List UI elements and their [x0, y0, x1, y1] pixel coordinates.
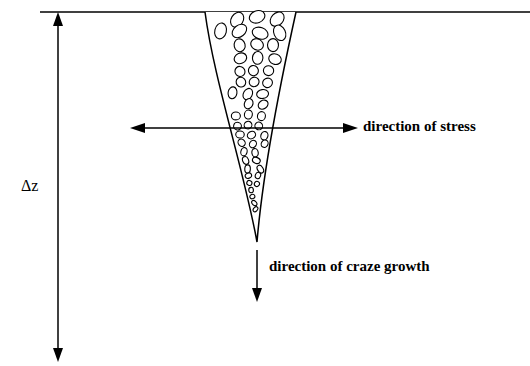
stress-label: direction of stress	[362, 117, 477, 135]
void-blob	[257, 111, 267, 122]
void-blob	[233, 64, 247, 78]
dimension-line	[57, 22, 59, 352]
void-blob	[252, 51, 264, 65]
void-blob	[256, 89, 269, 99]
void-blob	[248, 139, 258, 149]
void-blob	[261, 76, 274, 89]
void-blob	[236, 131, 245, 138]
void-blob	[234, 75, 248, 89]
void-blob	[246, 180, 253, 187]
void-blob	[252, 206, 259, 213]
void-blob	[252, 156, 262, 164]
void-blob	[227, 86, 238, 99]
void-blob	[232, 51, 248, 66]
void-blob	[251, 200, 258, 207]
void-blob	[233, 38, 247, 53]
growth-arrow	[256, 250, 258, 290]
void-blob	[240, 147, 248, 157]
arrow-head	[53, 12, 63, 26]
void-blob	[243, 97, 255, 110]
void-blob	[245, 165, 251, 174]
void-blob	[251, 148, 259, 157]
craze-voids	[213, 8, 288, 212]
void-blob	[260, 139, 270, 149]
void-blob	[229, 21, 249, 40]
void-blob	[253, 180, 260, 187]
arrow-head	[53, 348, 63, 362]
void-blob	[254, 171, 261, 179]
arrow-head	[343, 123, 358, 133]
void-blob	[249, 194, 255, 200]
void-blob	[213, 22, 228, 40]
void-blob	[248, 8, 267, 25]
arrow-head	[130, 123, 145, 133]
arrow-head	[252, 288, 262, 302]
void-blob	[267, 52, 283, 66]
void-blob	[231, 112, 240, 120]
void-blob	[237, 138, 247, 148]
void-blob	[246, 130, 257, 140]
void-blob	[247, 75, 261, 88]
void-blob	[243, 120, 254, 131]
stress-arrow	[142, 127, 346, 129]
void-blob	[233, 121, 243, 130]
craze-wedge	[205, 12, 296, 242]
void-blob	[241, 156, 249, 166]
void-blob	[256, 98, 269, 111]
dimension-label: Δz	[20, 176, 39, 195]
void-blob	[244, 172, 252, 179]
void-blob	[247, 64, 259, 76]
void-blob	[263, 65, 274, 76]
void-blob	[267, 39, 278, 52]
void-blob	[253, 121, 264, 132]
void-blob	[249, 187, 254, 193]
void-blob	[244, 109, 254, 119]
growth-label: direction of craze growth	[268, 257, 431, 275]
void-blob	[260, 131, 269, 141]
void-blob	[249, 37, 266, 53]
